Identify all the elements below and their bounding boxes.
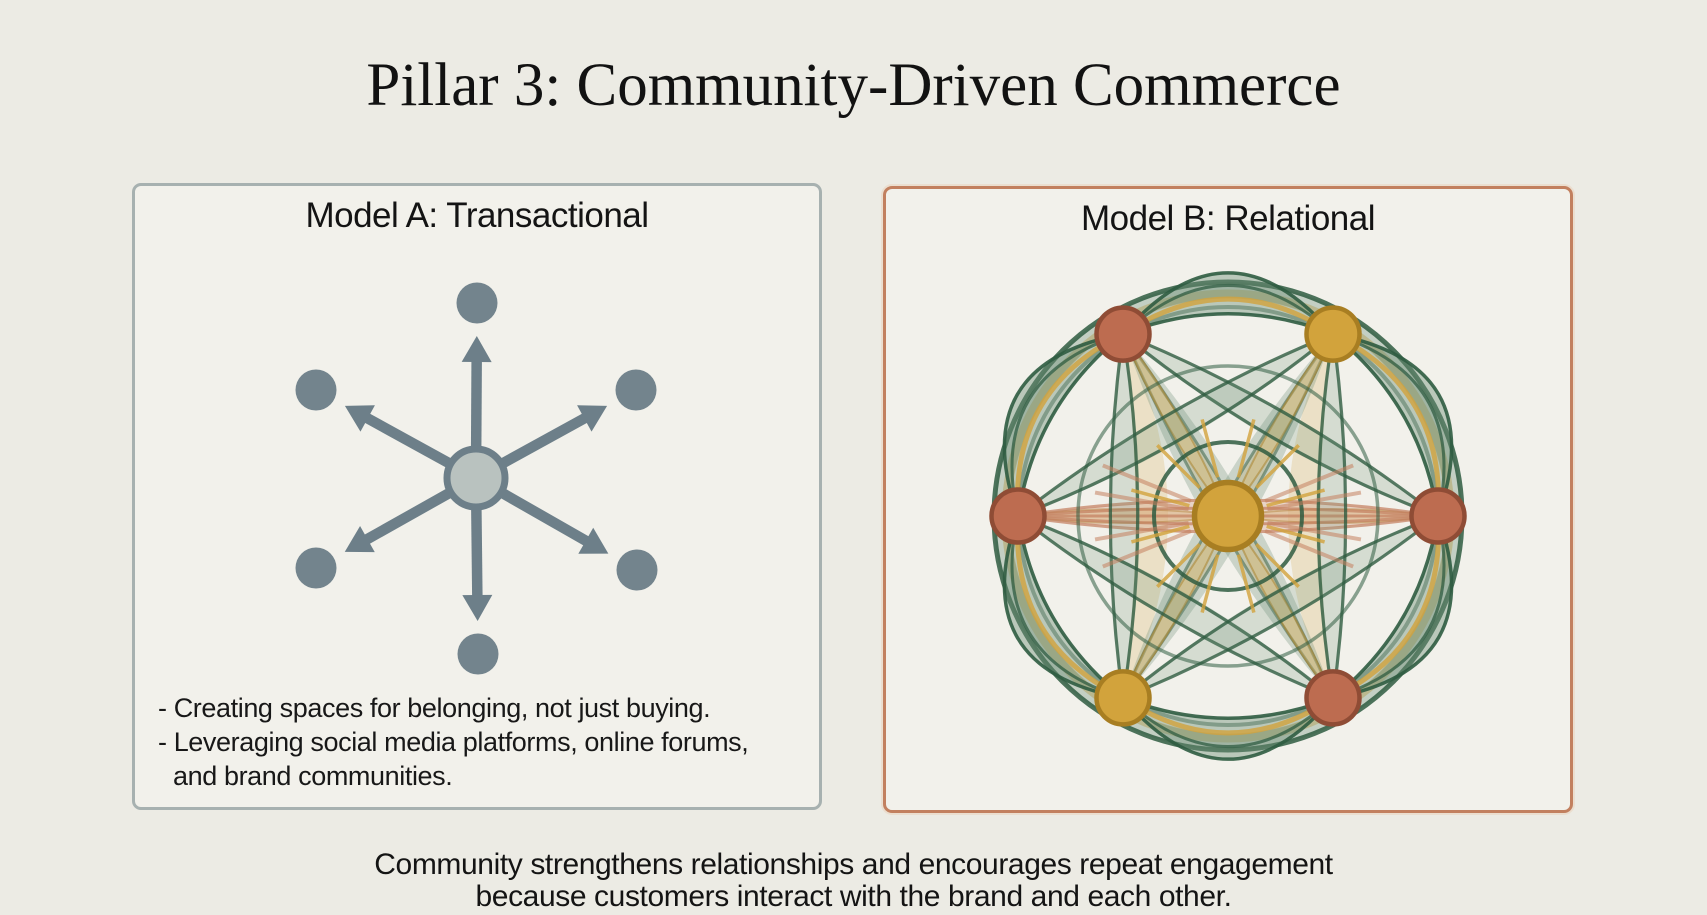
network-link: [1017, 514, 1334, 700]
network-link: [1121, 695, 1335, 736]
spoke-arrowhead: [344, 405, 375, 432]
network-link: [1122, 514, 1439, 700]
slide-caption: Community strengthens relationships and …: [0, 849, 1707, 913]
bullet-line: - Leveraging social media platforms, onl…: [158, 727, 749, 757]
network-link: [1108, 333, 1125, 699]
customer-node: [295, 547, 337, 589]
community-member-node: [1409, 487, 1467, 545]
panel-a-bullets: - Creating spaces for belonging, not jus…: [158, 691, 818, 793]
caption-line-1: Community strengthens relationships and …: [374, 848, 1333, 881]
network-link: [1331, 331, 1442, 517]
network-diagram: [989, 271, 1467, 761]
network-link: [1121, 696, 1335, 748]
network-link: [1018, 334, 1333, 516]
network-link: [1123, 334, 1438, 516]
brand-hub-node: [443, 445, 509, 511]
network-link: [1332, 515, 1446, 700]
page-title: Pillar 3: Community-Driven Commerce: [366, 52, 1341, 119]
community-member-node: [1304, 669, 1362, 727]
network-link: [1017, 514, 1335, 700]
network-link: [1332, 332, 1446, 517]
network-link: [1331, 333, 1348, 699]
bullet-line: - Creating spaces for belonging, not jus…: [158, 693, 711, 723]
customer-node: [456, 282, 498, 324]
spoke-arrowhead: [462, 594, 493, 622]
network-link: [1121, 271, 1335, 336]
community-member-node: [989, 487, 1047, 545]
spoke-arrowhead: [344, 526, 375, 553]
spoke-arrowhead: [461, 335, 492, 363]
network-link: [1121, 514, 1439, 700]
network-link: [1010, 332, 1124, 517]
network-link: [1017, 332, 1334, 518]
network-link: [1018, 516, 1333, 698]
network-link: [1331, 515, 1442, 701]
network-link: [1017, 332, 1335, 518]
community-member-node: [1094, 305, 1152, 363]
community-member-node: [1094, 669, 1152, 727]
customer-node: [616, 549, 658, 591]
network-link: [1123, 516, 1438, 698]
panel-a-title: Model A: Transactional: [305, 196, 649, 235]
network-link: [1121, 332, 1439, 518]
network-link: [1316, 333, 1335, 699]
spoke-arrowhead: [578, 527, 609, 554]
community-member-node: [1304, 305, 1362, 363]
brand-center-node: [1191, 479, 1265, 553]
network-link: [1121, 696, 1335, 761]
network-link: [1010, 515, 1124, 700]
network-link: [1121, 296, 1335, 337]
network-link: [1014, 331, 1125, 517]
customer-node: [295, 369, 337, 411]
bullet-line: and brand communities.: [173, 761, 453, 791]
network-link: [1014, 515, 1125, 701]
panel-model-a: Model A: Transactional - Creating spaces…: [132, 183, 822, 810]
network-link: [1122, 332, 1439, 518]
caption-line-2: because customers interact with the bran…: [475, 880, 1232, 913]
customer-node: [457, 633, 499, 675]
network-link: [1121, 284, 1335, 336]
customer-node: [615, 369, 657, 411]
panel-model-b: Model B: Relational: [883, 186, 1573, 813]
panel-b-title: Model B: Relational: [1081, 199, 1376, 238]
spoke-arrowhead: [577, 405, 608, 432]
hub-spoke-diagram: [295, 282, 658, 675]
network-link: [1121, 333, 1140, 699]
